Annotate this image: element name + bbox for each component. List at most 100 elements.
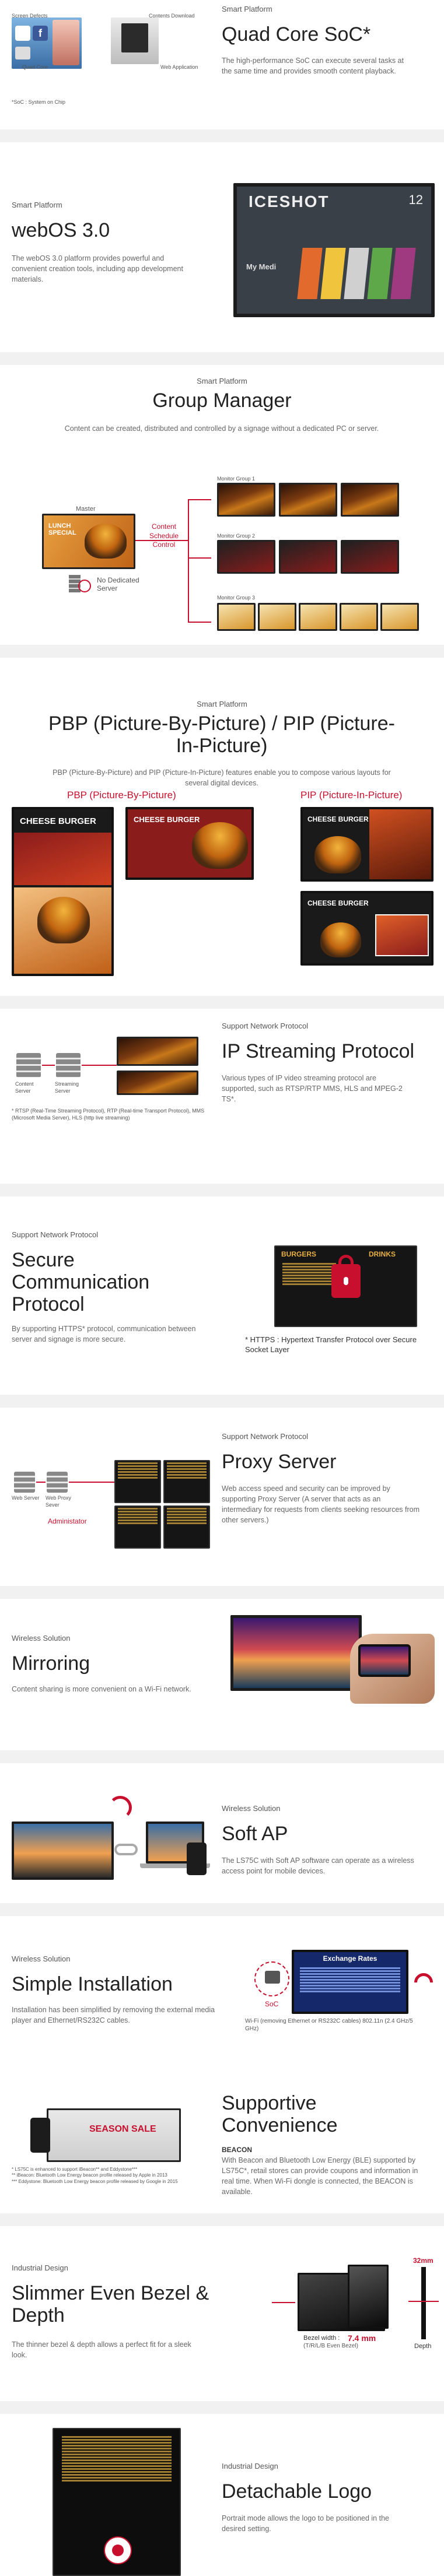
bezel-zoom: [348, 2265, 389, 2329]
section-title: Supportive Convenience: [222, 2092, 338, 2137]
screen-menu: My Medi: [246, 262, 277, 271]
streaming-server-icon: [56, 1053, 81, 1078]
section-title: IP Streaming Protocol: [222, 1040, 415, 1062]
soc-label: SoC: [265, 2000, 279, 2008]
burger-image: [314, 836, 361, 873]
web-server-label: Web Server: [12, 1495, 40, 1501]
proxy-server-label: Web Proxy Sever: [46, 1495, 71, 1508]
bezel-value: 7.4 mm: [348, 2333, 376, 2343]
streaming-screen: [117, 1071, 198, 1095]
section-body: Various types of IP video streaming prot…: [222, 1074, 403, 1104]
pip-screen-1: CHEESE BURGER: [300, 807, 433, 882]
phone-icon: [30, 2118, 50, 2153]
burger-image: [85, 524, 127, 559]
download-screen: [121, 23, 148, 52]
group-label: Monitor Group 1: [217, 476, 256, 482]
section-subtitle: BEACON: [222, 2146, 253, 2154]
pip-screen-2: CHEESE BURGER: [300, 891, 433, 966]
web-server-icon: [14, 1472, 35, 1493]
app-card: [297, 248, 323, 299]
download-diagram: [111, 17, 159, 64]
depth-arrow: [408, 2301, 439, 2302]
quad-core-diagram: f: [12, 17, 82, 69]
slim-bezel-section: Industrial Design Slimmer Even Bezel & D…: [0, 2226, 444, 2401]
exchange-rates-board: Exchange Rates: [292, 1950, 408, 2014]
connector-line: [135, 540, 188, 541]
group-screen: [299, 603, 337, 631]
section-title: webOS 3.0: [12, 219, 110, 241]
screen-time: 12: [408, 192, 423, 207]
connector-line: [188, 499, 211, 500]
streaming-server-label: Streaming Server: [55, 1081, 79, 1094]
section-body: Content can be created, distributed and …: [64, 424, 379, 433]
app-card: [390, 248, 416, 299]
group-label: Monitor Group 2: [217, 533, 256, 539]
admin-label: Administator: [48, 1517, 87, 1525]
pip-pane: [369, 809, 431, 879]
connector-line: [36, 1482, 46, 1483]
separator: [0, 1586, 444, 1599]
section-title: Quad Core SoC*: [222, 23, 371, 45]
menu-left-title: BURGERS: [281, 1250, 317, 1258]
pbp-top: [14, 833, 111, 885]
category-label: Wireless Solution: [12, 1634, 71, 1643]
section-body: Web access speed and security can be imp…: [222, 1484, 420, 1525]
proxy-server-icon: [47, 1472, 68, 1493]
category-label: Smart Platform: [222, 5, 272, 13]
pbp-pip-section: Smart Platform PBP (Picture-By-Picture) …: [0, 658, 444, 996]
bezel-label: Bezel width :: [303, 2335, 340, 2342]
group-screen: [217, 483, 275, 517]
burger-image: [192, 822, 248, 869]
logo-circle: [104, 2536, 132, 2564]
category-label: Industrial Design: [12, 2263, 68, 2272]
separator: [0, 645, 444, 658]
group-screen: [340, 603, 378, 631]
section-title: PBP (Picture-By-Picture) / PIP (Picture-…: [48, 713, 395, 757]
group-screen: [341, 483, 399, 517]
soc-footnote: *SoC : System on Chip: [12, 99, 66, 105]
schedule-rows: [60, 2435, 174, 2483]
connector-line: [69, 1482, 114, 1483]
group-screen: [217, 603, 256, 631]
pip-label: PIP (Picture-In-Picture): [300, 789, 403, 801]
separator: [0, 1395, 444, 1408]
secure-protocol-section: Support Network Protocol Secure Communic…: [0, 1196, 444, 1395]
screen-text: CHEESE BURGER: [134, 815, 200, 824]
section-body: Portrait mode allows the logo to be posi…: [222, 2514, 389, 2533]
separator: [0, 996, 444, 1009]
section-body: PBP (Picture-By-Picture) and PIP (Pictur…: [53, 768, 391, 788]
contents-download-label: Contents Download: [149, 13, 195, 19]
people-photo: [53, 20, 79, 65]
section-title: Group Manager: [152, 389, 292, 412]
phone-screen: [358, 1644, 411, 1677]
soc-circle: [254, 1961, 289, 1996]
lunch-text: LUNCH SPECIAL: [48, 522, 76, 536]
connector-line: [188, 499, 189, 622]
separator: [0, 1184, 444, 1196]
portrait-screen: CHEESE BURGER: [12, 807, 114, 976]
category-label: Support Network Protocol: [222, 1432, 309, 1441]
screen-text: CHEESE BURGER: [20, 816, 96, 826]
protocol-footnote: * RTSP (Real-Time Streaming Protocol), R…: [12, 1108, 205, 1121]
section-title: Soft AP: [222, 1823, 288, 1845]
phone-icon: [187, 1842, 207, 1875]
group-screen: [341, 540, 399, 574]
wifi-icon: [410, 1969, 437, 1996]
supportive-convenience-section: SEASON SALE * LS75C is enhanced to suppo…: [0, 2085, 444, 2213]
section-body: By supporting HTTPS* protocol, communica…: [12, 1325, 196, 1344]
section-title: Detachable Logo: [222, 2480, 372, 2503]
content-server-label: Content Server: [15, 1081, 34, 1094]
group-screen: [380, 603, 419, 631]
burger-image: [320, 922, 361, 957]
proxy-screen: [114, 1505, 161, 1549]
lock-keyhole: [344, 1277, 348, 1285]
screen-text: CHEESE BURGER: [307, 899, 369, 907]
category-label: Industrial Design: [222, 2462, 278, 2470]
menu-right-title: DRINKS: [369, 1250, 396, 1258]
connector-line: [82, 1065, 117, 1066]
wifi-note: Wi-Fi (removing Ethernet or RS232C cable…: [245, 2018, 413, 2032]
category-label: Smart Platform: [197, 700, 247, 708]
chip-icon: [265, 1971, 280, 1984]
laptop-base: [140, 1863, 210, 1868]
group-screen: [217, 540, 275, 574]
